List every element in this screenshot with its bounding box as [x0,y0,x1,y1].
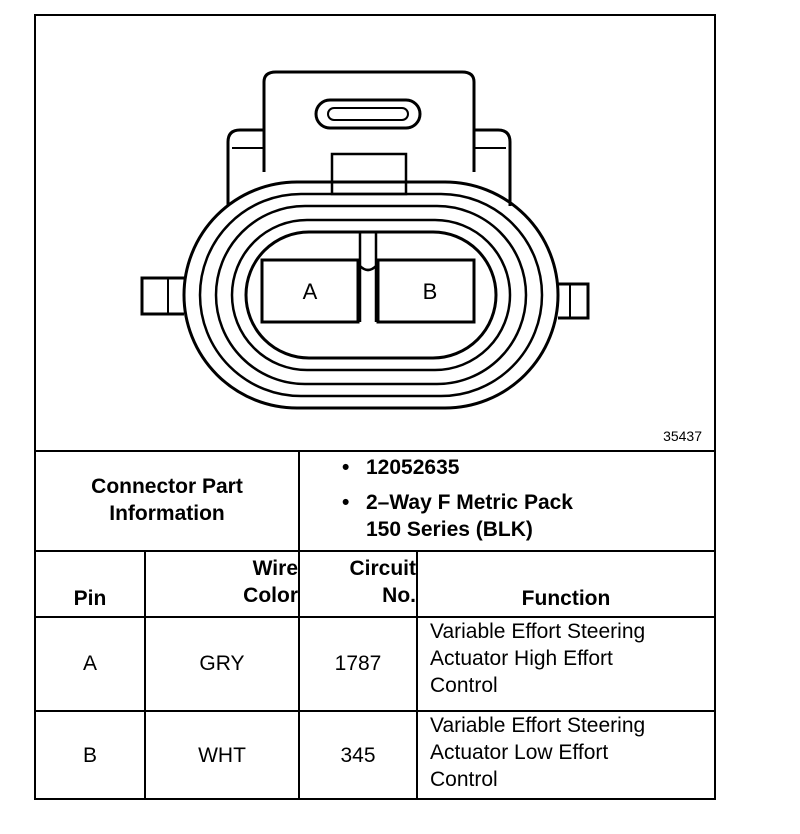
wire-color-cell: GRY [199,652,245,675]
connector-drawing: A B 35437 [36,16,714,452]
connector-info-label: Connector Part Information [91,475,243,525]
pin-cell: B [82,744,97,767]
cavity-a [260,258,360,324]
figure-number: 35437 [663,428,702,444]
wire-color-cell: WHT [198,744,246,767]
connector-description-line1: 2–Way F Metric Pack [366,491,573,514]
right-latch [558,282,590,320]
connector-info-row: Connector Part Information •12052635 •2–… [36,450,714,552]
connector-illustration: A B [140,70,590,410]
pin-cell: A [82,652,97,675]
table-row: A GRY 1787 Variable Effort Steering Actu… [36,618,714,712]
cavity-b-label: B [423,279,438,304]
connector-diagram-frame: A B 35437 Connector Part Information •12… [34,14,716,800]
table-header-row: Pin Wire Color Circuit No. Function [36,552,714,618]
header-wire-color: Wire Color [243,557,298,607]
lock-tab-slot [314,98,422,130]
connector-description-line2: 150 Series (BLK) [366,518,533,541]
circuit-cell: 1787 [334,652,382,675]
header-pin: Pin [73,587,107,610]
table-row: B WHT 345 Variable Effort Steering Actua… [36,712,714,800]
function-cell: Variable Effort Steering Actuator High E… [430,620,646,697]
lock-tab-outline [262,70,476,172]
header-circuit-no: Circuit No. [349,557,416,607]
connector-info-values: •12052635 •2–Way F Metric Pack 150 Serie… [342,456,573,541]
cavity-a-label: A [303,279,318,304]
part-number: 12052635 [366,456,460,479]
connector-body-outer [182,180,560,410]
function-cell: Variable Effort Steering Actuator Low Ef… [430,714,646,791]
left-latch [140,276,184,316]
circuit-cell: 345 [340,744,376,767]
cavity-b [376,258,476,324]
header-function: Function [521,587,611,610]
